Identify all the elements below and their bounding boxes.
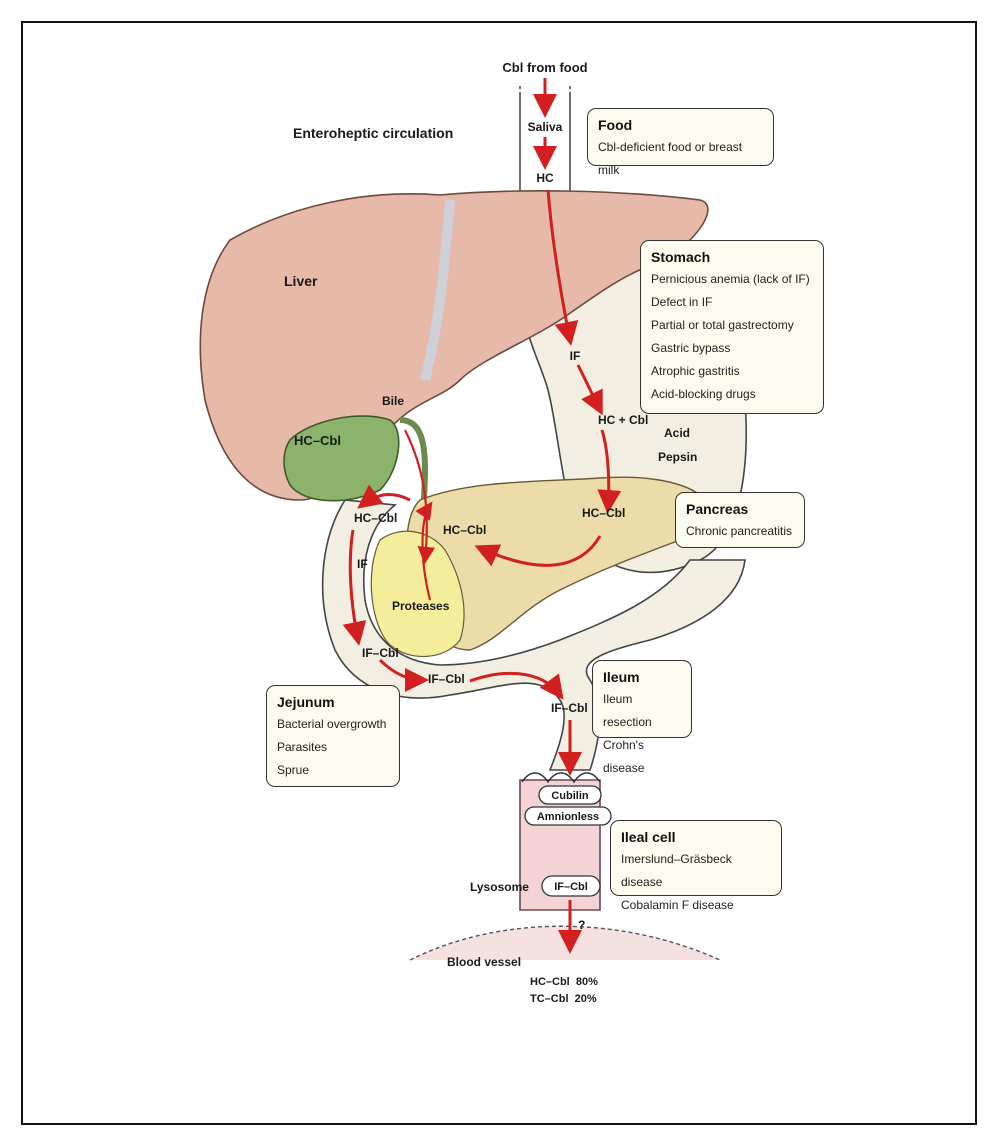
stomach-box-item: Acid-blocking drugs (651, 383, 813, 406)
hc-plus-cbl-label: HC + Cbl (598, 413, 648, 427)
hc-cbl-right-label: HC–Cbl (582, 506, 625, 520)
tc-cbl-blood-label: TC–Cbl 20% (530, 993, 597, 1005)
jejunum-box-item: Bacterial overgrowth (277, 713, 389, 736)
jejunum-box: Jejunum Bacterial overgrowth Parasites S… (266, 685, 400, 787)
stomach-if-label: IF (570, 349, 581, 363)
saliva-label: Saliva (528, 120, 563, 134)
liver-label: Liver (284, 273, 318, 289)
lysosome-if-cbl-label: IF–Cbl (554, 881, 588, 893)
ileal-cell-box-item: Cobalamin F disease (621, 894, 771, 917)
pancreas-box-title: Pancreas (686, 501, 794, 517)
acid-label: Acid (664, 426, 690, 440)
ileum-box: Ileum Ileum resection Crohn's disease (592, 660, 692, 738)
food-box: Food Cbl-deficient food or breast milk (587, 108, 774, 166)
pancreas-box: Pancreas Chronic pancreatitis (675, 492, 805, 548)
ileal-cell-box: Ileal cell Imerslund–Gräsbeck disease Co… (610, 820, 782, 896)
lysosome: IF–Cbl (542, 876, 600, 896)
if-cbl-3-label: IF–Cbl (551, 701, 588, 715)
amnionless-receptor: Amnionless (525, 807, 611, 825)
hc-label: HC (536, 171, 554, 185)
cbl-from-food-label: Cbl from food (502, 60, 587, 75)
gallbladder-hc-cbl-label: HC–Cbl (294, 433, 341, 448)
cubilin-receptor: Cubilin (539, 786, 601, 804)
ileum-box-title: Ileum (603, 669, 681, 685)
jejunum-box-item: Sprue (277, 759, 389, 782)
hc-cbl-mid-label: HC–Cbl (443, 523, 486, 537)
ileal-cell-box-title: Ileal cell (621, 829, 771, 845)
food-box-title: Food (598, 117, 763, 133)
if-left-label: IF (357, 557, 368, 571)
jejunum-box-title: Jejunum (277, 694, 389, 710)
stomach-box-title: Stomach (651, 249, 813, 265)
question-mark: ? (578, 918, 585, 932)
lysosome-label: Lysosome (470, 880, 529, 894)
hc-cbl-blood-label: HC–Cbl 80% (530, 976, 598, 988)
cubilin-label: Cubilin (551, 790, 589, 802)
proteases-label: Proteases (392, 599, 450, 613)
pepsin-label: Pepsin (658, 450, 697, 464)
ileal-cell-box-item: Imerslund–Gräsbeck disease (621, 848, 771, 894)
blood-vessel-label: Blood vessel (447, 955, 521, 969)
ileum-box-item: Crohn's disease (603, 734, 681, 780)
if-cbl-1-label: IF–Cbl (362, 646, 399, 660)
stomach-box: Stomach Pernicious anemia (lack of IF) D… (640, 240, 824, 414)
bile-label: Bile (382, 394, 404, 408)
stomach-box-item: Atrophic gastritis (651, 360, 813, 383)
ileum-box-item: Ileum resection (603, 688, 681, 734)
jejunum-box-item: Parasites (277, 736, 389, 759)
amnionless-label: Amnionless (537, 811, 599, 823)
stomach-box-item: Partial or total gastrectomy (651, 314, 813, 337)
hc-cbl-left-label: HC–Cbl (354, 511, 397, 525)
enterohepatic-label: Enteroheptic circulation (293, 125, 453, 141)
if-cbl-2-label: IF–Cbl (428, 672, 465, 686)
stomach-box-item: Pernicious anemia (lack of IF) (651, 268, 813, 291)
stomach-box-item: Gastric bypass (651, 337, 813, 360)
stomach-box-item: Defect in IF (651, 291, 813, 314)
food-box-item: Cbl-deficient food or breast milk (598, 136, 763, 182)
pancreas-box-item: Chronic pancreatitis (686, 520, 794, 543)
